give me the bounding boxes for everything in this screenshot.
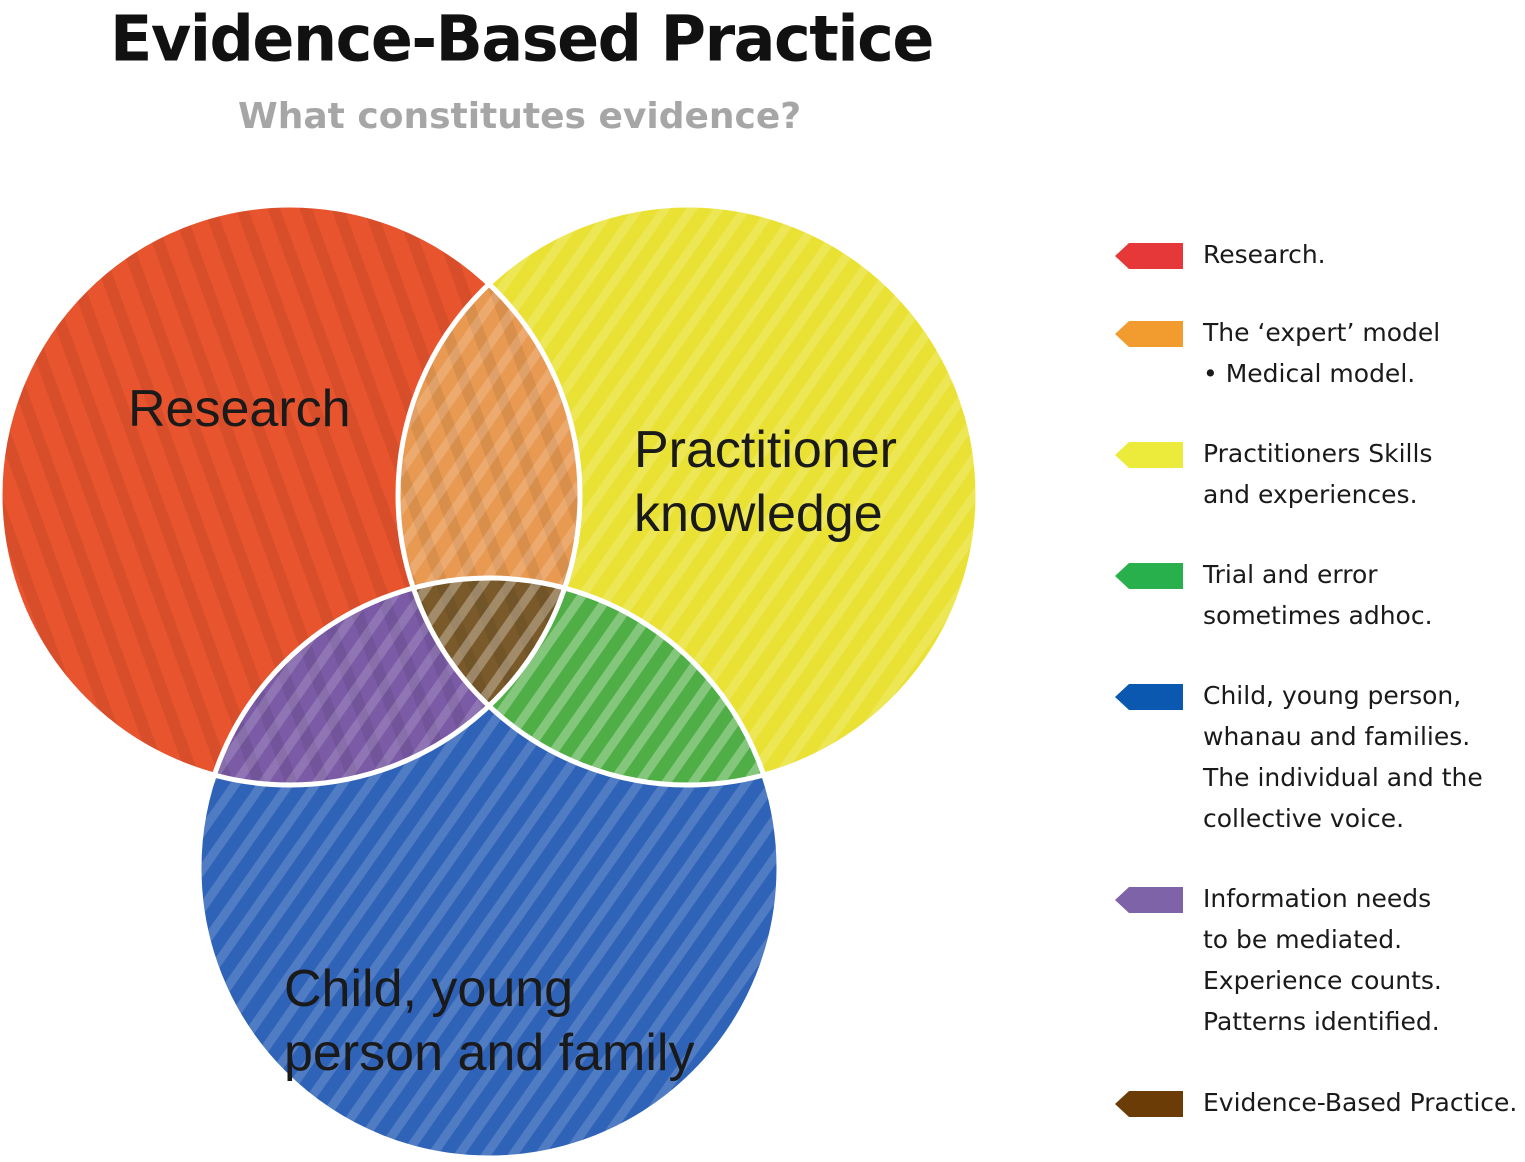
legend-swatch	[1115, 321, 1183, 347]
page-subtitle: What constitutes evidence?	[238, 96, 802, 137]
legend-swatch	[1115, 243, 1183, 269]
legend-item-child-young-person: Child, young person, whanau and families…	[1115, 681, 1483, 839]
tag-arrow-icon	[1115, 684, 1183, 710]
legend-item-information-needs: Information needs to be mediated. Experi…	[1115, 884, 1442, 1042]
legend-item-research: Research.	[1115, 240, 1326, 275]
legend-swatch	[1115, 887, 1183, 913]
tag-arrow-icon	[1115, 563, 1183, 589]
legend-swatch	[1115, 442, 1183, 468]
tag-arrow-icon	[1115, 243, 1183, 269]
legend-item-evidence-based-practice: Evidence-Based Practice.	[1115, 1088, 1517, 1123]
tag-arrow-icon	[1115, 442, 1183, 468]
tag-arrow-icon	[1115, 321, 1183, 347]
tag-arrow-icon	[1115, 887, 1183, 913]
tag-arrow-icon	[1115, 1091, 1183, 1117]
label-practitioner-knowledge: Practitioner knowledge	[634, 421, 897, 543]
legend-item-trial-and-error: Trial and error sometimes adhoc.	[1115, 560, 1433, 636]
label-research: Research	[128, 380, 351, 438]
legend-swatch	[1115, 563, 1183, 589]
legend-swatch	[1115, 1091, 1183, 1117]
venn-diagram	[0, 202, 981, 1161]
legend-swatch	[1115, 684, 1183, 710]
legend-item-practitioner-skills: Practitioners Skills and experiences.	[1115, 439, 1432, 515]
circle-outlines	[0, 202, 981, 1161]
legend-item-expert-model: The ‘expert’ model • Medical model.	[1115, 318, 1440, 394]
page-title: Evidence-Based Practice	[110, 1, 934, 76]
label-child-young-person-family: Child, young person and family	[284, 960, 695, 1082]
